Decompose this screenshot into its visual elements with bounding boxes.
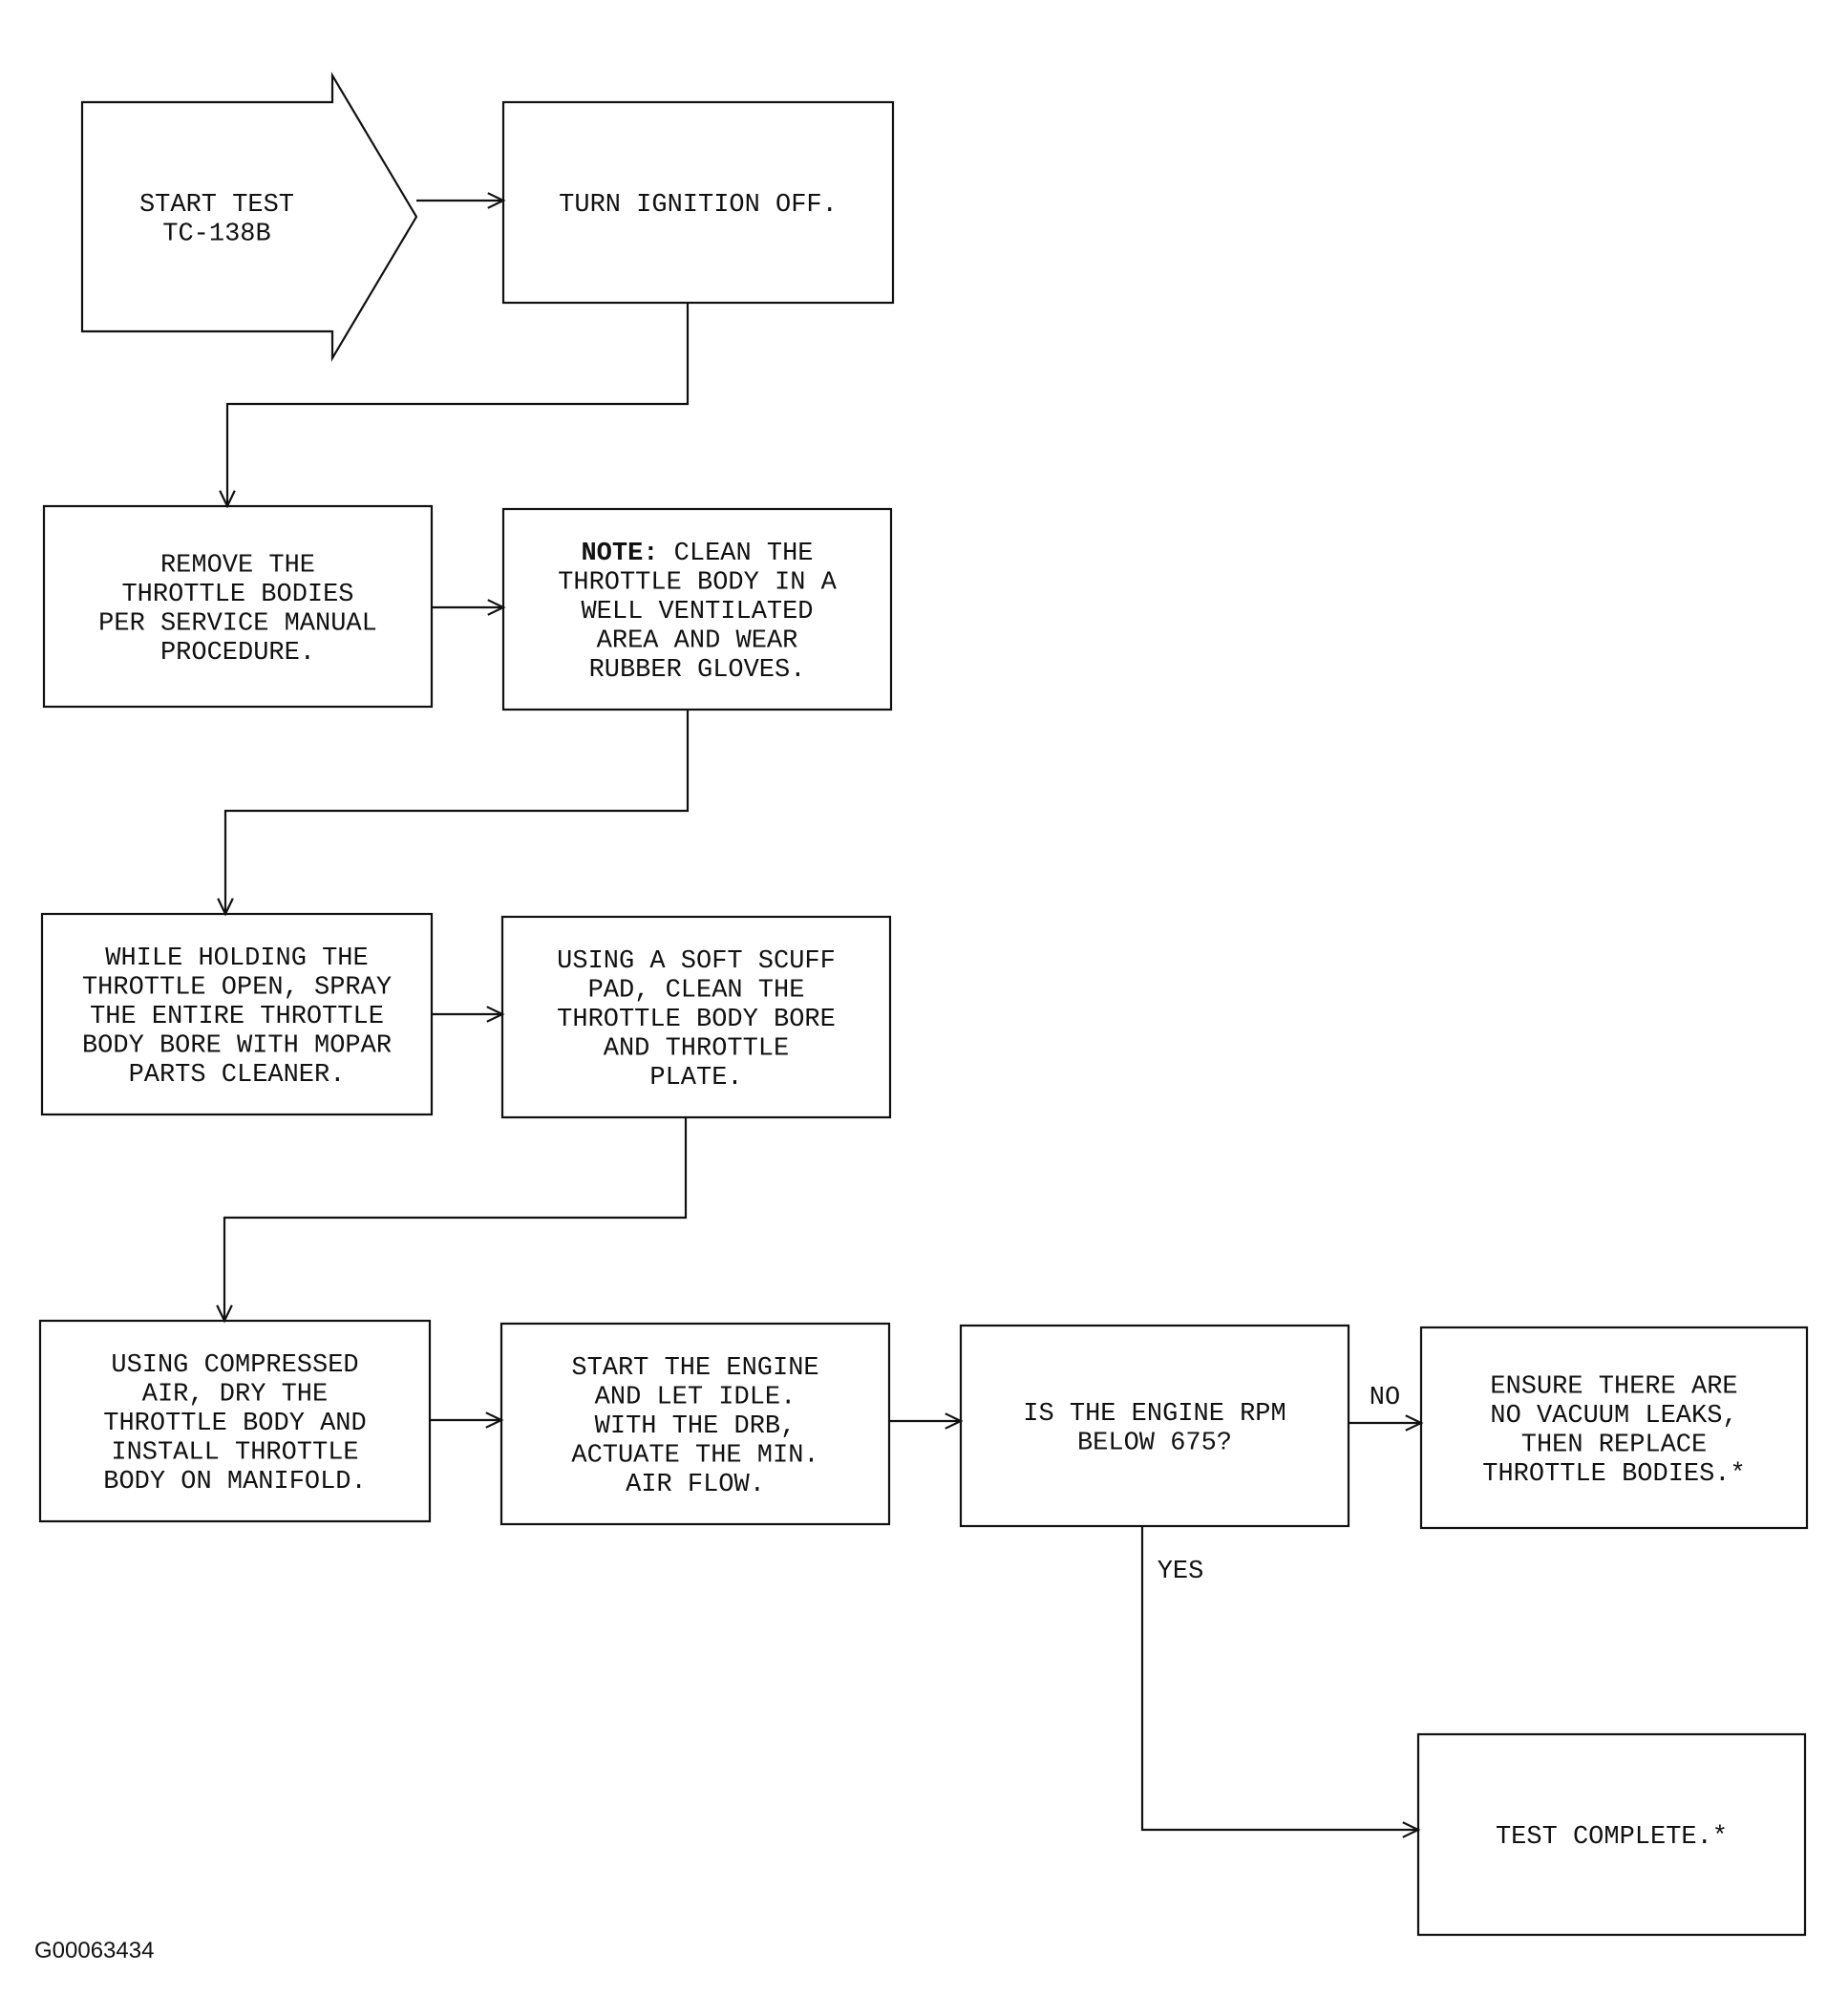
node-note-clean-line: WELL VENTILATED (581, 598, 813, 626)
arrowhead (219, 490, 236, 509)
arrowhead (487, 599, 506, 616)
figure-code: G00063434 (34, 1938, 154, 1963)
node-spray-bore-line: PARTS CLEANER. (129, 1061, 346, 1090)
arrowhead (217, 898, 234, 917)
node-scuff-pad (500, 915, 892, 1119)
node-note-clean-line: THROTTLE BODY IN A (558, 569, 837, 598)
node-scuff-pad-line: AND THROTTLE (604, 1035, 789, 1064)
node-remove-throttle-bodies-line: PROCEDURE. (160, 639, 315, 668)
node-vacuum-leaks-line: THROTTLE BODIES.* (1482, 1460, 1745, 1489)
node-test-complete (1416, 1732, 1807, 1937)
node-rpm-question-line: IS THE ENGINE RPM (1023, 1400, 1285, 1429)
arrowhead (1402, 1821, 1421, 1838)
node-remove-throttle-bodies (42, 504, 434, 709)
edges-layer (216, 192, 1424, 1838)
node-compressed-air-line: BODY ON MANIFOLD. (103, 1468, 366, 1496)
node-note-clean-line: RUBBER GLOVES. (589, 656, 806, 685)
node-start-line: START TEST (139, 191, 294, 220)
node-start-engine-line: AIR FLOW. (626, 1471, 765, 1499)
shapes-layer (38, 71, 1809, 1937)
node-vacuum-leaks-line: THEN REPLACE (1521, 1431, 1707, 1459)
edge-label-no: NO (1370, 1384, 1400, 1412)
node-remove-throttle-bodies-line: THROTTLE BODIES (121, 581, 353, 609)
node-vacuum-leaks-line: NO VACUUM LEAKS, (1490, 1402, 1737, 1431)
node-start-engine-line: AND LET IDLE. (595, 1384, 797, 1412)
node-compressed-air-line: INSTALL THROTTLE (111, 1439, 358, 1468)
node-scuff-pad-line: USING A SOFT SCUFF (557, 947, 836, 976)
arrowhead (486, 1006, 505, 1023)
node-start-engine (499, 1322, 891, 1526)
node-compressed-air-line: THROTTLE BODY AND (103, 1410, 366, 1438)
node-rpm-question (959, 1324, 1350, 1528)
edge-ignition-off-to-remove-throttle-bodies (225, 303, 690, 506)
note-label: NOTE: (581, 540, 658, 568)
node-compressed-air (38, 1319, 432, 1523)
node-note-clean-line: AREA AND WEAR (597, 627, 798, 656)
node-start-engine-line: START THE ENGINE (571, 1354, 818, 1383)
node-vacuum-leaks (1419, 1326, 1809, 1530)
node-compressed-air-line: USING COMPRESSED (111, 1351, 358, 1380)
node-ignition-off-line: TURN IGNITION OFF. (559, 191, 838, 220)
node-scuff-pad-line: PAD, CLEAN THE (588, 977, 805, 1006)
node-spray-bore-line: BODY BORE WITH MOPAR (82, 1032, 392, 1061)
node-vacuum-leaks-line: ENSURE THERE ARE (1490, 1372, 1737, 1401)
edge-label-yes: YES (1158, 1558, 1204, 1586)
arrowhead (485, 1411, 504, 1429)
arrowhead (216, 1305, 233, 1324)
node-remove-throttle-bodies-line: PER SERVICE MANUAL (98, 609, 377, 638)
node-test-complete-line: TEST COMPLETE.* (1496, 1823, 1728, 1852)
node-start-engine-line: ACTUATE THE MIN. (571, 1442, 818, 1471)
node-start (80, 71, 418, 363)
edge-note-clean-to-spray-bore (223, 710, 690, 914)
node-remove-throttle-bodies-line: REMOVE THE (160, 551, 315, 580)
arrowhead (487, 192, 506, 209)
node-spray-bore-line: THROTTLE OPEN, SPRAY (82, 974, 392, 1003)
node-spray-bore-line: WHILE HOLDING THE (105, 944, 368, 973)
edge-scuff-pad-to-compressed-air (223, 1117, 688, 1321)
node-compressed-air-line: AIR, DRY THE (142, 1381, 328, 1410)
node-ignition-off (501, 100, 895, 305)
arrowhead (945, 1412, 964, 1430)
node-start-line: TC-138B (162, 220, 270, 248)
node-note-clean (501, 507, 893, 711)
node-spray-bore (40, 912, 434, 1116)
node-start-engine-line: WITH THE DRB, (595, 1412, 797, 1441)
edge-rpm-question-to-test-complete (1140, 1526, 1418, 1832)
node-rpm-question-line: BELOW 675? (1077, 1429, 1232, 1457)
node-note-clean-line-rest: CLEAN THE (658, 540, 813, 568)
node-scuff-pad-line: THROTTLE BODY BORE (557, 1006, 836, 1034)
node-scuff-pad-line: PLATE. (649, 1064, 742, 1093)
arrowhead (1405, 1414, 1424, 1432)
node-spray-bore-line: THE ENTIRE THROTTLE (90, 1003, 384, 1031)
node-note-clean-line: NOTE: CLEAN THE (581, 540, 813, 568)
